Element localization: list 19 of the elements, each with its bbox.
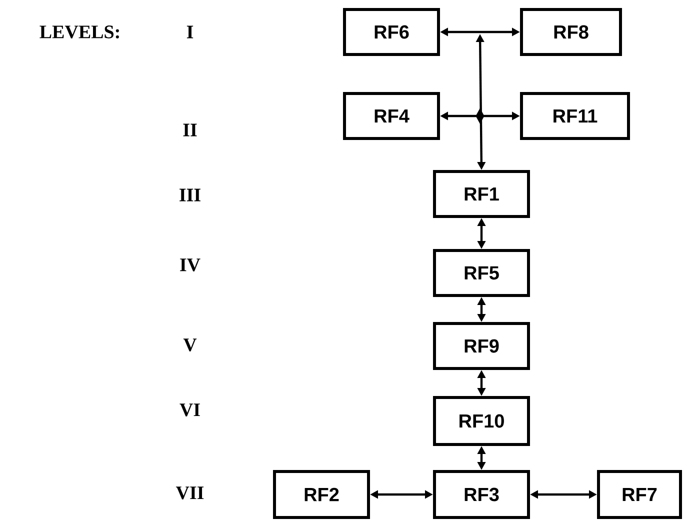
- process-box: RF2: [273, 470, 370, 519]
- process-box: RF5: [433, 249, 530, 297]
- level-label: VI: [180, 404, 200, 416]
- process-box: RF11: [520, 92, 630, 140]
- process-box: RF10: [433, 396, 530, 446]
- level-label: V: [183, 338, 197, 352]
- process-box: RF6: [343, 8, 440, 56]
- process-box: RF4: [343, 92, 440, 140]
- level-label: IV: [180, 258, 200, 272]
- process-box: RF8: [520, 8, 622, 56]
- process-box: RF3: [433, 470, 530, 519]
- process-box: RF7: [597, 470, 682, 519]
- level-label: I: [186, 26, 194, 38]
- heading: LEVELS:: [40, 26, 119, 38]
- process-box: RF1: [433, 170, 530, 218]
- level-label: VII: [176, 486, 204, 500]
- level-label: II: [183, 124, 197, 136]
- level-label: III: [180, 188, 200, 202]
- process-box: RF9: [433, 322, 530, 370]
